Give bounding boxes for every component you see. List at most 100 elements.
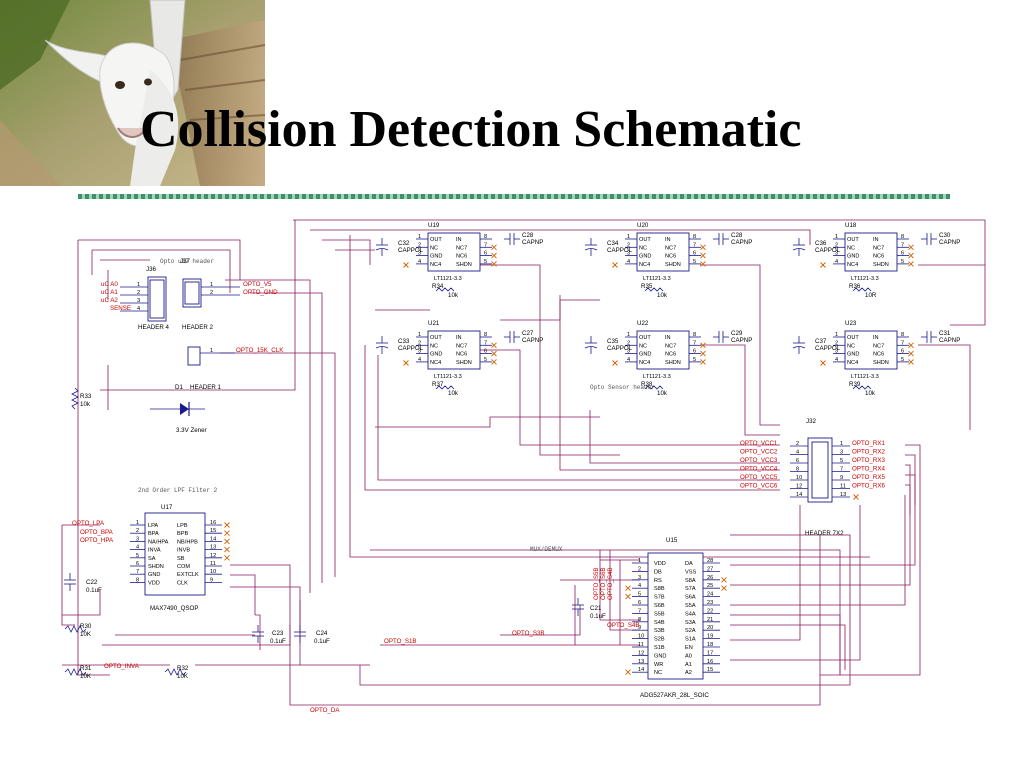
regulator-pin-num-left: 4 — [627, 357, 630, 363]
u15-pin-left: S7B — [654, 595, 665, 601]
regulator-pin-left: GND — [430, 352, 442, 358]
nc-x-icon — [625, 585, 631, 592]
u15-pin-num-left: 5 — [638, 592, 641, 598]
regulator-pin-left: OUT — [639, 335, 651, 341]
regulator-pin-left: NC — [430, 245, 438, 251]
r31-icon — [64, 668, 87, 676]
u17-pin-right: INVB — [177, 548, 190, 554]
capacitor-pol-icon — [375, 336, 389, 354]
regulator-pin-right: NC7 — [665, 343, 676, 349]
capacitor-pol-icon — [584, 336, 598, 354]
j37-name: HEADER 2 — [182, 324, 214, 331]
regulator-pin-num-right: 5 — [484, 259, 487, 265]
mux-vnet-1: OPTO_S6B — [600, 567, 607, 600]
j37-net-0: OPTO_V5 — [243, 281, 272, 288]
nc-x-icon — [908, 350, 914, 357]
regulator-pin-num-left: 4 — [835, 357, 838, 363]
regulator-pin-num-left: 3 — [835, 349, 838, 355]
mux-note: MUX/DEMUX — [530, 546, 563, 553]
j32-net-right: OPTO_RX1 — [852, 440, 885, 447]
regulator-pin-right: NC6 — [873, 254, 884, 260]
r30-val: 10K — [80, 631, 92, 638]
j32-pin-right: 3 — [840, 450, 843, 456]
inva-net: OPTO_INVA — [104, 663, 140, 670]
regulator-pin-num-right: 8 — [693, 234, 696, 240]
regulator-part: LT1121-3.3 — [434, 374, 462, 380]
u15-pin-right: EN — [685, 645, 693, 651]
nc-x-icon — [908, 342, 914, 349]
resistor-icon — [852, 385, 872, 390]
u15-pin-left: VDD — [654, 561, 666, 567]
u15-pin-right: S6A — [685, 595, 696, 601]
regulator-pin-right: IN — [456, 335, 462, 341]
u17-pin-num-left: 8 — [136, 577, 139, 583]
regulator-body — [427, 330, 481, 370]
u17-body — [144, 512, 206, 596]
regulator-pin-left: OUT — [847, 237, 859, 243]
regulator-pin-num-left: 2 — [627, 242, 630, 248]
regulator-pin-left: NC — [639, 245, 647, 251]
regulator-body — [427, 232, 481, 272]
filter-net-bpa: OPTO_BPA — [80, 529, 114, 536]
r31-val: 10K — [80, 673, 92, 680]
regulator-cap-in-ref: C34 — [607, 240, 619, 247]
u15-ref: U15 — [666, 537, 678, 544]
u15-pin-num-right: 16 — [707, 659, 713, 665]
regulator-part: LT1121-3.3 — [434, 276, 462, 282]
nc-x-icon — [700, 342, 706, 349]
regulator-cap-out-type: CAPNP — [939, 337, 960, 344]
nc-x-icon — [625, 593, 631, 600]
regulator-pin-num-left: 2 — [835, 340, 838, 346]
j32-pin-right: 11 — [840, 484, 846, 490]
nc-x-icon — [908, 359, 914, 365]
filter-net-lpa: OPTO_LPA — [72, 520, 105, 527]
regulator-pin-left: GND — [639, 352, 651, 358]
j36-pin-0: 1 — [137, 282, 140, 288]
r32-val: 10K — [177, 673, 189, 680]
j36-inner — [149, 279, 165, 319]
u15-pin-num-left: 12 — [638, 650, 644, 656]
u15-pin-right: S5A — [685, 603, 696, 609]
u17-pin-num-left: 4 — [136, 545, 139, 551]
j32-net-left: OPTO_VCC4 — [740, 466, 778, 473]
u17-pin-num-left: 7 — [136, 569, 139, 575]
regulator-pin-num-left: 1 — [627, 332, 630, 338]
regulator-res-val: 10k — [448, 390, 459, 397]
regulator-pin-num-right: 6 — [901, 349, 904, 355]
u15-pin-right: S7A — [685, 586, 696, 592]
regulator-res-ref: R36 — [849, 283, 861, 290]
regulator-cap-in-ref: C33 — [398, 338, 410, 345]
capacitor-np-icon — [713, 331, 729, 343]
mux-s4b-net: OPTO_S4B — [607, 622, 640, 629]
j32-pin-right: 7 — [840, 467, 843, 473]
u15-pin-num-right: 15 — [707, 667, 713, 673]
regulator-pin-num-right: 8 — [484, 234, 487, 240]
regulator-pin-right: SHDN — [665, 360, 681, 366]
nc-x-icon — [820, 262, 826, 268]
j36-net-2: uC A2 — [101, 297, 118, 304]
u17-pin-right: SB — [177, 556, 185, 562]
nc-x-icon — [491, 342, 497, 349]
u17-pin-left: BPA — [148, 531, 159, 537]
j32-net-left: OPTO_VCC1 — [740, 440, 778, 447]
r32-icon — [164, 668, 187, 676]
j36-pin-3: 4 — [137, 306, 140, 312]
regulator-pin-num-left: 3 — [418, 251, 421, 257]
regulator-pin-left: NC4 — [430, 262, 441, 268]
regulator-pin-num-left: 4 — [418, 357, 421, 363]
zener-label: 3.3V Zener — [176, 427, 207, 434]
regulator-pin-right: SHDN — [873, 360, 889, 366]
regulator-cap-in-ref: C35 — [607, 338, 619, 345]
u15-pin-right: S1A — [685, 637, 696, 643]
u15-pin-left: S6B — [654, 603, 665, 609]
regulator-pin-num-right: 7 — [693, 242, 696, 248]
j32-net-left: OPTO_VCC3 — [740, 457, 778, 464]
regulator-cap-out-ref: C30 — [939, 232, 951, 239]
capacitor-np-icon — [921, 233, 937, 245]
u17-pin-num-right: 14 — [210, 536, 216, 542]
r33-val: 10k — [80, 401, 91, 408]
regulator-ref: U20 — [637, 222, 649, 229]
regulator-pin-num-right: 6 — [484, 251, 487, 257]
da-net: OPTO_DA — [310, 707, 340, 714]
